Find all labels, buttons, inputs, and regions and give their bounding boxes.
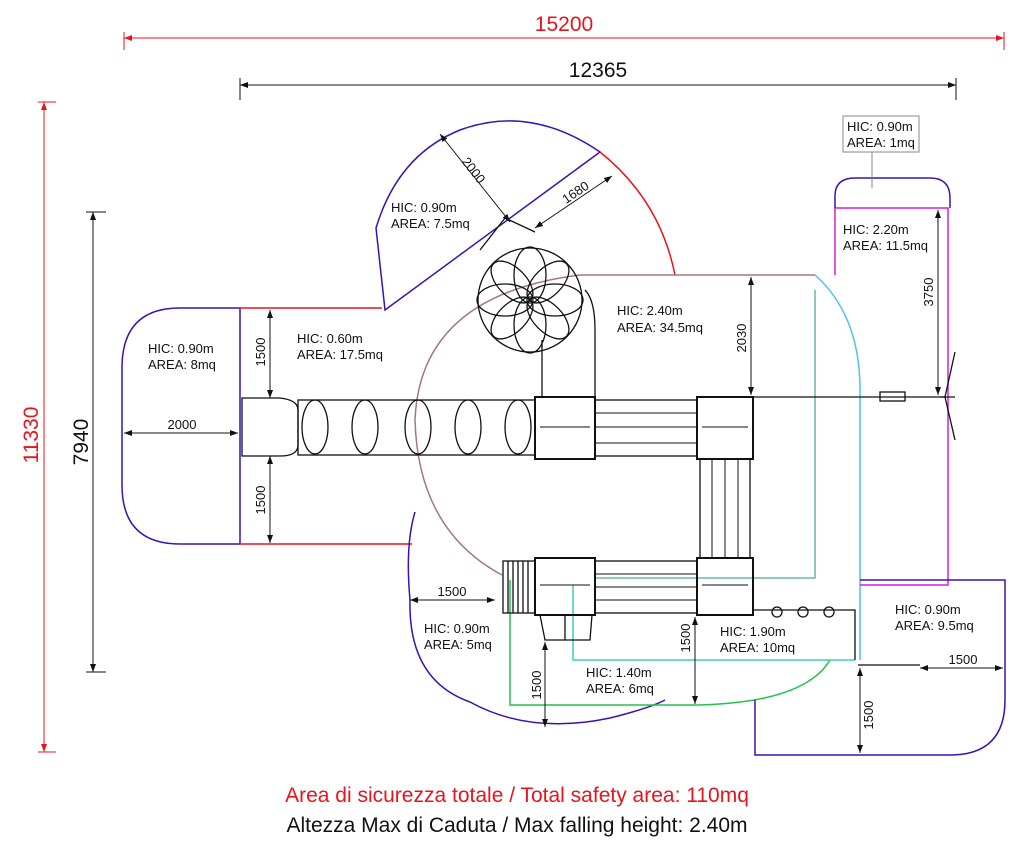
dim-structure-width: 12365 [569,59,627,82]
zone-label-box [842,115,920,153]
zone-area: AREA: 5mq [424,637,492,652]
zone-red-top-arc [599,151,676,276]
max-falling-height: Altezza Max di Caduta / Max falling heig… [286,814,748,837]
dimension-labels: 15200 12365 11330 7940 2000 1680 1500 15… [20,13,977,729]
zone-area: AREA: 6mq [586,681,654,696]
dim-total-width: 15200 [535,13,593,36]
zone-area: AREA: 1mq [847,135,915,150]
zone-hic: HIC: 2.20m [843,222,909,237]
platforms [534,396,754,616]
zone-area: AREA: 17.5mq [297,347,383,362]
zone-swing-top [834,177,951,208]
zone-slide [375,120,602,312]
zone-area: AREA: 7.5mq [391,216,470,231]
dim-structure-height: 7940 [70,419,93,466]
zone-hic: HIC: 0.90m [847,119,913,134]
zone-area: AREA: 9.5mq [895,618,974,633]
dim-stair-bottom: 1500 [529,671,544,700]
dim-stair-left: 1500 [438,584,467,599]
dim-swing-zone: 3750 [921,278,936,307]
zone-hic: HIC: 2.40m [617,303,683,318]
dim-tunnel-top: 1500 [253,338,268,367]
zone-hic: HIC: 0.90m [424,621,490,636]
zone-hic: HIC: 0.90m [895,602,961,617]
zone-tower [414,274,815,576]
dim-total-height: 11330 [20,407,43,464]
zone-hic: HIC: 0.90m [391,200,457,215]
swing [753,351,956,441]
zone-hic: HIC: 1.40m [586,665,652,680]
tunnel [241,397,536,457]
dim-slide-depth: 2000 [459,154,489,186]
dim-tower-clearance: 2030 [734,324,749,353]
zone-platform-low [509,580,831,706]
dim-bridge-bottom: 1500 [678,624,693,653]
dim-slide-width: 1680 [559,178,591,207]
zone-bridge [572,585,855,661]
safety-zones [121,120,1006,756]
zone-right-bottom [754,579,1006,756]
total-safety-area: Area di sicurezza totale / Total safety … [285,784,749,807]
zone-hic: HIC: 0.60m [297,331,363,346]
zone-area: AREA: 8mq [148,357,216,372]
equipment [241,217,956,666]
dimension-lines [38,32,1005,753]
zone-left-end [121,307,241,545]
dim-tunnel-bottom: 1500 [253,486,268,515]
zone-swing [834,207,949,586]
zone-area: AREA: 34.5mq [617,320,703,335]
zone-area: AREA: 10mq [720,640,795,655]
dim-left-zone: 2000 [168,417,197,432]
stairs [502,560,593,641]
zone-hic: HIC: 1.90m [720,624,786,639]
zone-teal-inner [595,290,816,579]
dim-right-bottom-depth: 1500 [861,701,876,730]
zone-cyan [814,274,861,660]
spiral-slide [476,217,596,397]
dim-right-bottom-width: 1500 [949,652,978,667]
zone-area: AREA: 11.5mq [843,238,928,253]
zone-stairs [407,511,666,725]
walk-beam [753,606,920,666]
zone-hic: HIC: 0.90m [148,341,214,356]
